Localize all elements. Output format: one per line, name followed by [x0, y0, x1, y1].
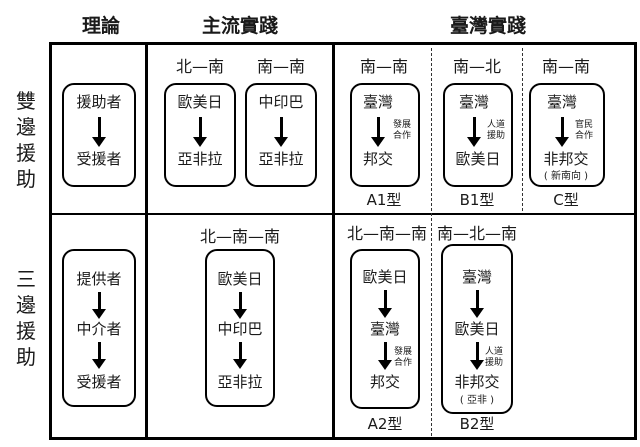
tw-a1-arrow — [371, 117, 385, 147]
tw-b2-mid: 歐美日 — [454, 320, 500, 338]
tw-b1-type: B1型 — [459, 191, 495, 209]
bilateral-ms-ns-box — [164, 83, 236, 187]
tw-b2-type: B2型 — [459, 415, 495, 433]
grid-col-divider-1 — [145, 42, 148, 440]
trilateral-ms-bottom: 亞非拉 — [217, 373, 263, 391]
trilateral-theory-box — [62, 249, 136, 407]
tw-a2-box — [350, 249, 420, 409]
header-theory: 理論 — [81, 15, 121, 37]
tw-a2-note: 發展 合作 — [394, 347, 413, 368]
tw-c-sub: ( 新南向 ) — [543, 171, 589, 182]
row-header-trilateral: 三邊援助 — [16, 267, 36, 369]
trilateral-ms-box — [205, 249, 275, 407]
tw-b2-note: 人道 援助 — [485, 347, 504, 368]
tw-b2-bottom: 非邦交 — [454, 373, 500, 391]
tw-c-note: 官民 合作 — [575, 120, 594, 141]
bilateral-ms-ss-top: 中印巴 — [258, 93, 304, 111]
bilateral-ms-ns-arrow — [193, 117, 207, 147]
tw-b2-arrow-1 — [470, 290, 484, 318]
bilateral-ms-ns-label: 北—南 — [175, 57, 225, 76]
tw-a2-top: 歐美日 — [362, 268, 408, 286]
tw-b1-top: 臺灣 — [458, 93, 490, 111]
row-header-bilateral: 雙邊援助 — [16, 89, 36, 191]
trilateral-theory-bottom: 受援者 — [76, 373, 122, 391]
bilateral-ms-ns-bottom: 亞非拉 — [177, 150, 223, 168]
tw-b1-note: 人道 援助 — [487, 120, 506, 141]
grid-top-line — [49, 42, 637, 45]
grid-right-line — [634, 42, 637, 440]
tw-a1-top: 臺灣 — [362, 93, 394, 111]
tw-a2-arrow-1 — [378, 290, 392, 318]
grid-col-divider-2 — [332, 42, 335, 440]
tw-b2-top: 臺灣 — [461, 268, 493, 286]
bilateral-ms-ss-arrow — [274, 117, 288, 147]
header-mainstream: 主流實踐 — [201, 15, 279, 37]
trilateral-ms-mid: 中印巴 — [217, 320, 263, 338]
tw-a1-note: 發展 合作 — [393, 120, 412, 141]
tw-a1-box — [350, 83, 420, 187]
bilateral-theory-bottom: 受援者 — [76, 150, 122, 168]
bilateral-ms-ss-box — [245, 83, 317, 187]
trilateral-theory-mid: 中介者 — [76, 320, 122, 338]
trilateral-theory-arrow-2 — [92, 342, 106, 369]
tw-a1-type: A1型 — [366, 191, 402, 209]
trilateral-ms-arrow-2 — [233, 342, 247, 369]
grid-left-line — [49, 42, 52, 440]
tw-a2-type: A2型 — [367, 415, 403, 433]
taiwan-dashed-divider-1 — [431, 48, 432, 436]
bilateral-theory-top: 援助者 — [76, 93, 122, 111]
tw-b2-arrow-2 — [470, 342, 484, 370]
taiwan-dashed-divider-2 — [522, 48, 523, 211]
bilateral-ms-ss-bottom: 亞非拉 — [258, 150, 304, 168]
tw-a2-arrow-2 — [378, 342, 392, 370]
header-taiwan: 臺灣實踐 — [449, 15, 527, 37]
tw-c-top: 臺灣 — [546, 93, 578, 111]
bilateral-theory-arrow — [92, 117, 106, 147]
grid-row-divider — [49, 213, 637, 215]
tw-c-bottom: 非邦交 — [543, 150, 589, 168]
tw-b1-bottom: 歐美日 — [455, 150, 501, 168]
tw-a2-mid: 臺灣 — [369, 320, 401, 338]
tw-b2-sub: ( 亞非 ) — [459, 395, 495, 406]
tw-c-type: C型 — [553, 191, 579, 209]
grid-bottom-line — [49, 437, 637, 440]
bilateral-ms-ns-top: 歐美日 — [177, 93, 223, 111]
trilateral-ms-top: 歐美日 — [217, 270, 263, 288]
trilateral-ms-arrow-1 — [233, 292, 247, 319]
tw-b2-label: 南—北—南 — [436, 224, 518, 243]
tw-a2-bottom: 邦交 — [369, 373, 401, 391]
trilateral-ms-label: 北—南—南 — [199, 227, 281, 246]
bilateral-ms-ss-label: 南—南 — [256, 57, 306, 76]
tw-c-box — [529, 83, 605, 187]
tw-a1-bottom: 邦交 — [362, 150, 394, 168]
tw-b1-label: 南—北 — [452, 57, 502, 76]
tw-c-arrow — [555, 117, 569, 147]
tw-b2-box — [441, 244, 513, 414]
tw-a1-label: 南—南 — [359, 57, 409, 76]
tw-b1-box — [443, 83, 513, 187]
trilateral-theory-top: 提供者 — [76, 270, 122, 288]
tw-c-label: 南—南 — [541, 57, 591, 76]
bilateral-theory-box — [62, 83, 136, 187]
tw-b1-arrow — [467, 117, 481, 147]
tw-a2-label: 北—南—南 — [346, 224, 428, 243]
trilateral-theory-arrow-1 — [92, 292, 106, 319]
